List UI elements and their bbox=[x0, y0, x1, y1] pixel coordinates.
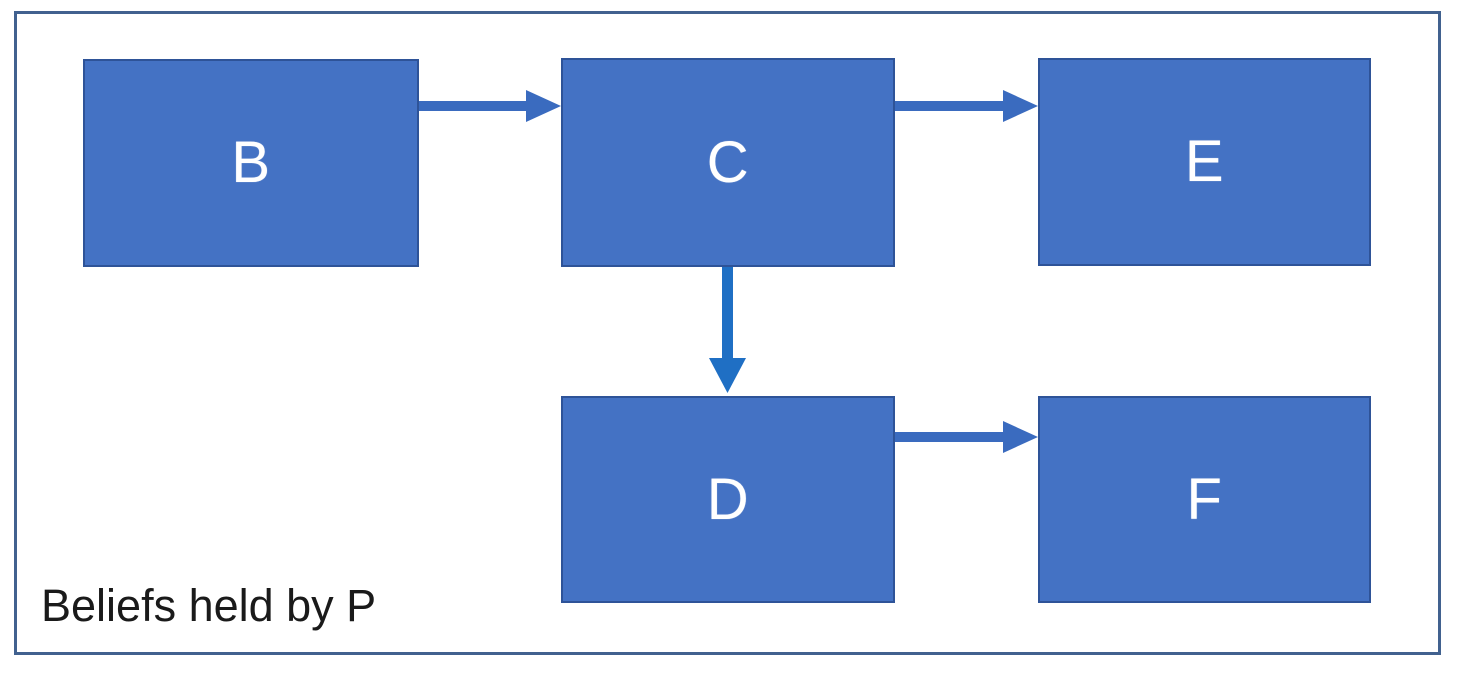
node-f[interactable]: F bbox=[1038, 396, 1371, 603]
node-d[interactable]: D bbox=[561, 396, 895, 603]
node-f-label: F bbox=[1186, 466, 1223, 532]
node-e[interactable]: E bbox=[1038, 58, 1371, 266]
node-c[interactable]: C bbox=[561, 58, 895, 267]
node-b[interactable]: B bbox=[83, 59, 419, 267]
node-d-label: D bbox=[706, 466, 750, 532]
node-c-label: C bbox=[706, 129, 750, 195]
frame-caption: Beliefs held by P bbox=[41, 580, 377, 631]
node-b-label: B bbox=[231, 130, 271, 195]
node-e-label: E bbox=[1184, 129, 1225, 194]
